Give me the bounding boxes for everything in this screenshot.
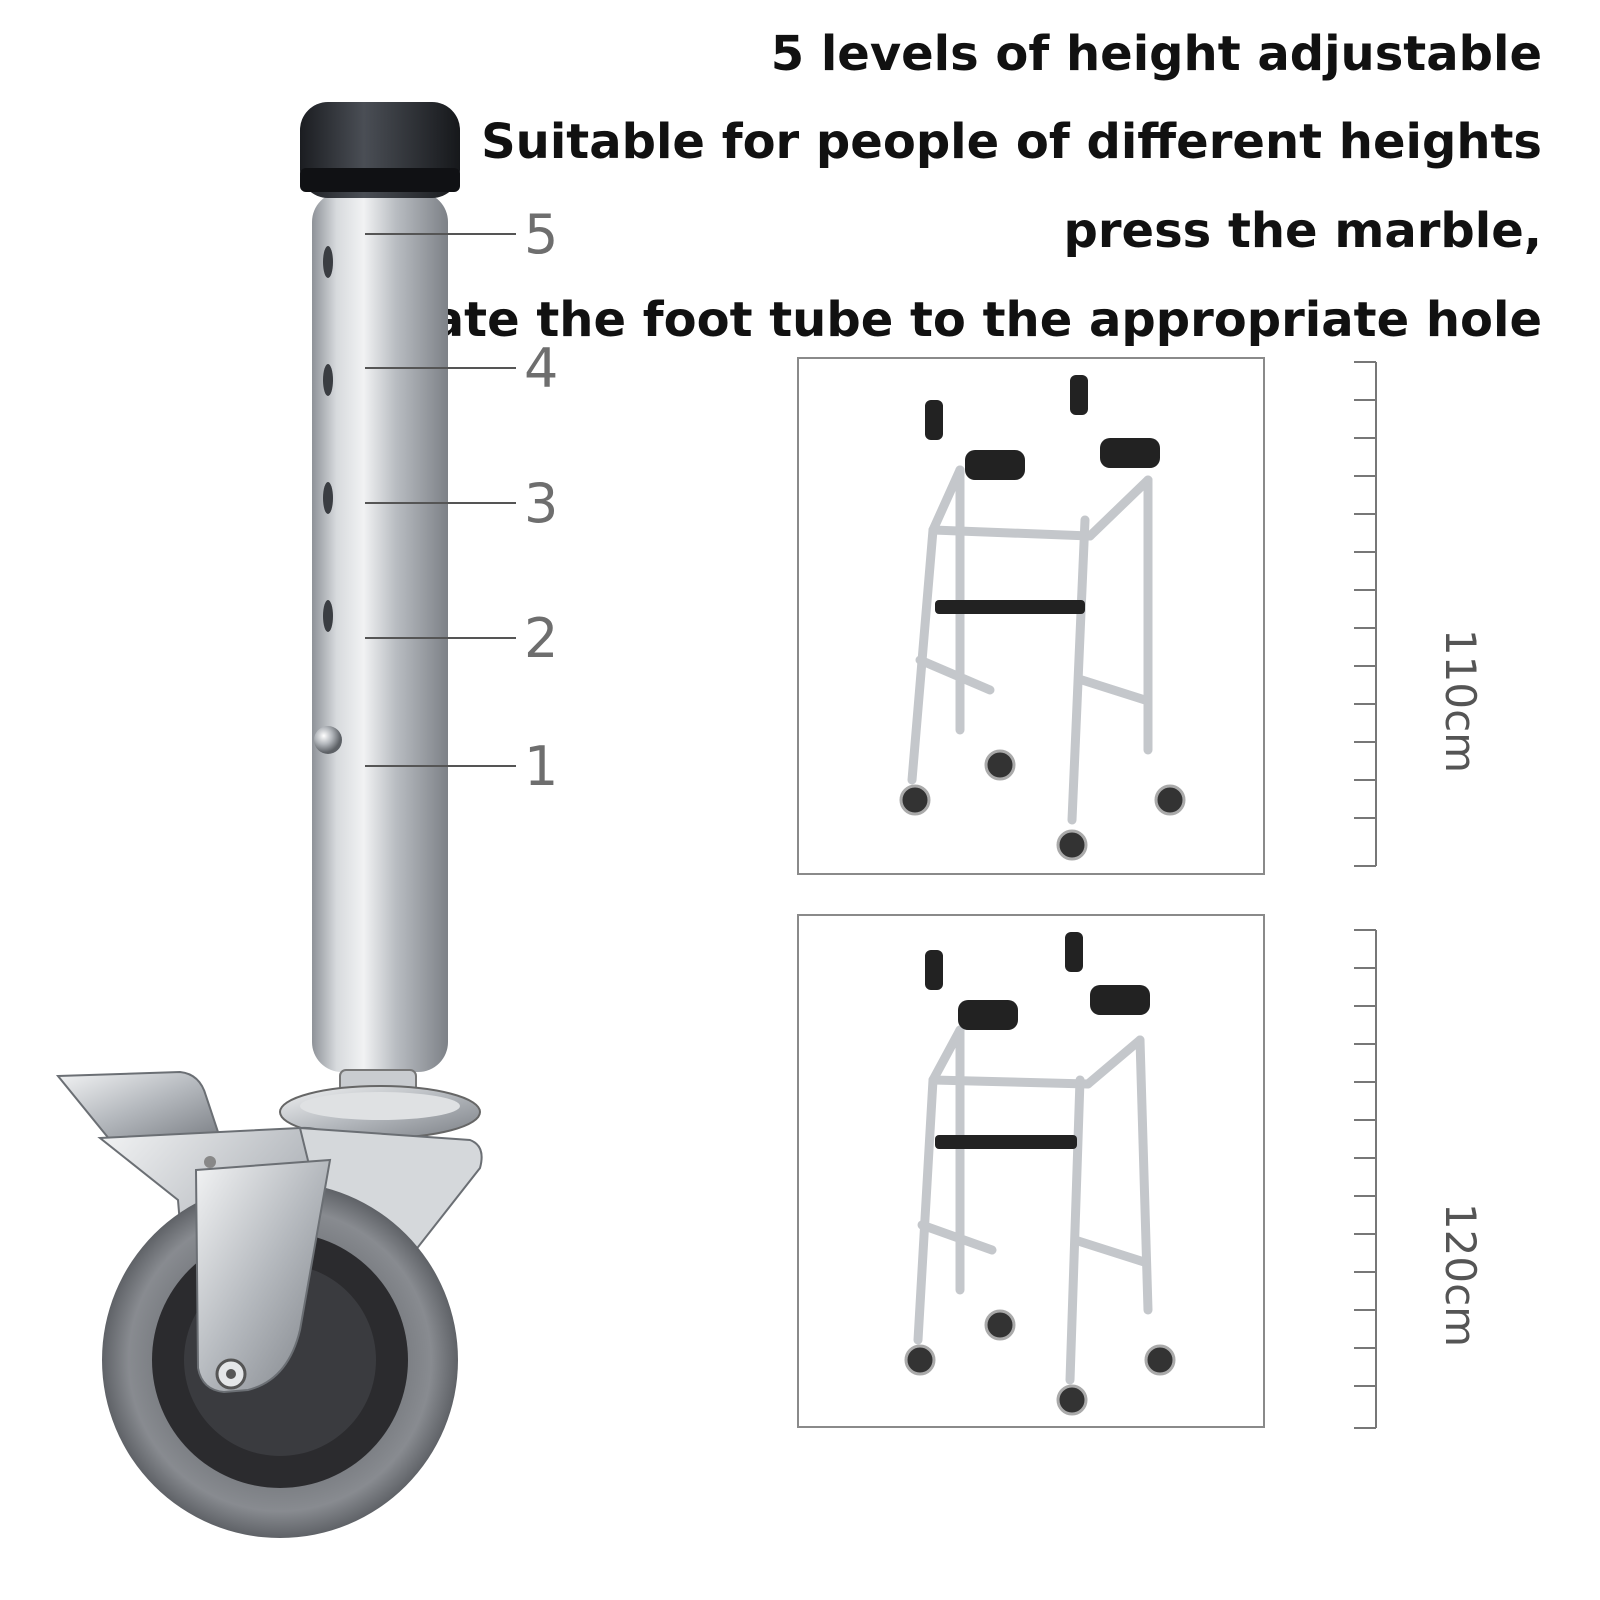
level-label-5: 5	[524, 203, 559, 266]
walker-panel-120	[797, 914, 1265, 1428]
walker-110-illustration	[907, 465, 1153, 825]
foot-tube	[312, 192, 448, 1072]
level-label-4: 4	[524, 337, 559, 400]
brake-pedal	[55, 1070, 222, 1142]
level-label-2: 2	[524, 607, 559, 670]
level-lines	[365, 233, 516, 767]
height-label-120: 120cm	[1436, 1202, 1486, 1348]
level-label-1: 1	[524, 735, 559, 798]
headline-press-marble: press the marble,	[1063, 203, 1543, 259]
headline-rotate-foot-tube: Rotate the foot tube to the appropriate …	[338, 292, 1542, 348]
walker-110-armrests	[925, 375, 1160, 614]
headline-suitable-heights: Suitable for people of different heights	[481, 114, 1542, 170]
walker-panel-110	[797, 357, 1265, 875]
adjustment-holes	[323, 246, 333, 632]
walker-120-illustration	[913, 1025, 1153, 1385]
walker-110-wheels	[899, 749, 1186, 861]
height-ruler-110	[1354, 361, 1377, 867]
foot-tube-illustration	[55, 102, 516, 1538]
headline-height-levels: 5 levels of height adjustable	[770, 26, 1542, 82]
walker-120-armrests	[925, 932, 1150, 1149]
height-label-110: 110cm	[1436, 628, 1486, 774]
height-ruler-120	[1354, 929, 1377, 1429]
level-label-3: 3	[524, 472, 559, 535]
walker-120-wheels	[904, 1309, 1176, 1416]
marble-pin	[314, 726, 342, 754]
